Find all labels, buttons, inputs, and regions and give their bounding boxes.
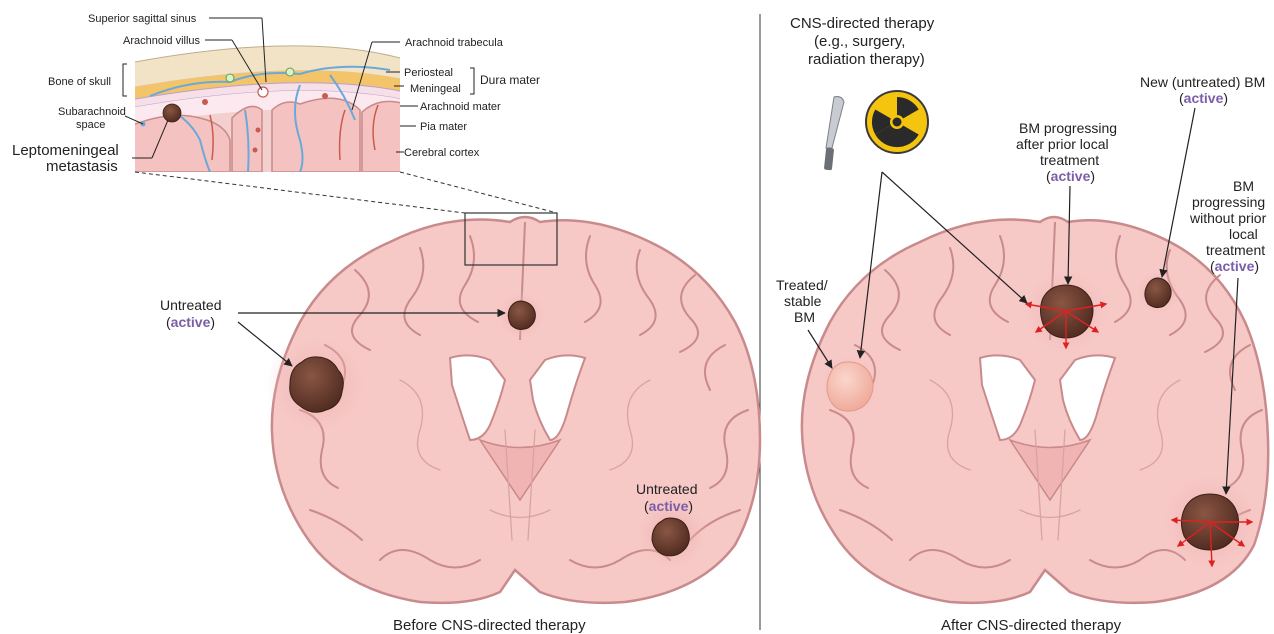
active-badge-prior: active [1051,168,1091,184]
label-periosteal: Periosteal [404,67,453,79]
untreated-close-1: ) [210,314,215,330]
prog-without-line-1: BM [1233,178,1254,194]
new-bm-label: New (untreated) BM [1140,74,1265,90]
prog-prior-line-1: BM progressing [1019,120,1117,136]
new-bm-close: ) [1223,90,1228,106]
untreated-label-2: Untreated [636,481,697,497]
prog-prior-status: (active) [1046,168,1095,184]
label-arachnoid-mater: Arachnoid mater [420,101,501,113]
meninges-inset [130,30,405,180]
treated-line-3: BM [794,309,815,325]
radiation-icon [866,91,928,153]
label-meningeal: Meningeal [410,83,461,95]
treated-line-1: Treated/ [776,277,828,293]
active-badge-2: active [649,498,689,514]
active-badge-new: active [1184,90,1224,106]
prog-without-line-3: without prior [1189,210,1267,226]
tumor-new-untreated [1145,278,1171,308]
treated-line-2: stable [784,293,822,309]
prog-prior-line-3: treatment [1040,152,1099,168]
label-dura-mater: Dura mater [480,73,540,87]
prog-without-status: (active) [1210,258,1259,274]
label-bone-of-skull: Bone of skull [48,76,111,88]
scalpel-icon [824,97,844,171]
prog-prior-line-2: after prior local [1016,136,1109,152]
prog-without-close: ) [1254,258,1259,274]
untreated-status-2: (active) [644,498,693,514]
active-badge-without: active [1215,258,1255,274]
label-lepto-1: Leptomeningeal [12,142,119,159]
untreated-status-1: (active) [166,314,215,330]
therapy-line-2: (e.g., surgery, [814,33,905,50]
prog-without-line-5: treatment [1206,242,1265,258]
caption-after: After CNS-directed therapy [941,617,1122,634]
label-superior-sagittal-sinus: Superior sagittal sinus [88,13,197,25]
label-lepto-2: metastasis [46,158,118,175]
untreated-label-1: Untreated [160,297,221,313]
label-subarachnoid-2: space [76,119,105,131]
label-arachnoid-trabecula: Arachnoid trabecula [405,37,504,49]
label-pia-mater: Pia mater [420,121,467,133]
therapy-line-1: CNS-directed therapy [790,15,935,32]
tumor-left-lower [652,518,689,556]
right-brain [802,217,1268,603]
new-bm-status: (active) [1179,90,1228,106]
therapy-line-3: radiation therapy) [808,51,925,68]
tumor-left-midline [508,301,535,329]
label-subarachnoid-1: Subarachnoid [58,106,126,118]
prog-without-line-4: local [1229,226,1258,242]
active-badge-1: active [171,314,211,330]
untreated-close-2: ) [688,498,693,514]
caption-before: Before CNS-directed therapy [393,617,586,634]
label-cerebral-cortex: Cerebral cortex [404,147,480,159]
label-arachnoid-villus: Arachnoid villus [123,35,201,47]
tumor-treated-stable [827,362,873,411]
prog-without-line-2: progressing [1192,194,1265,210]
prog-prior-close: ) [1090,168,1095,184]
tumor-left-large [290,357,344,412]
left-brain [266,213,760,603]
